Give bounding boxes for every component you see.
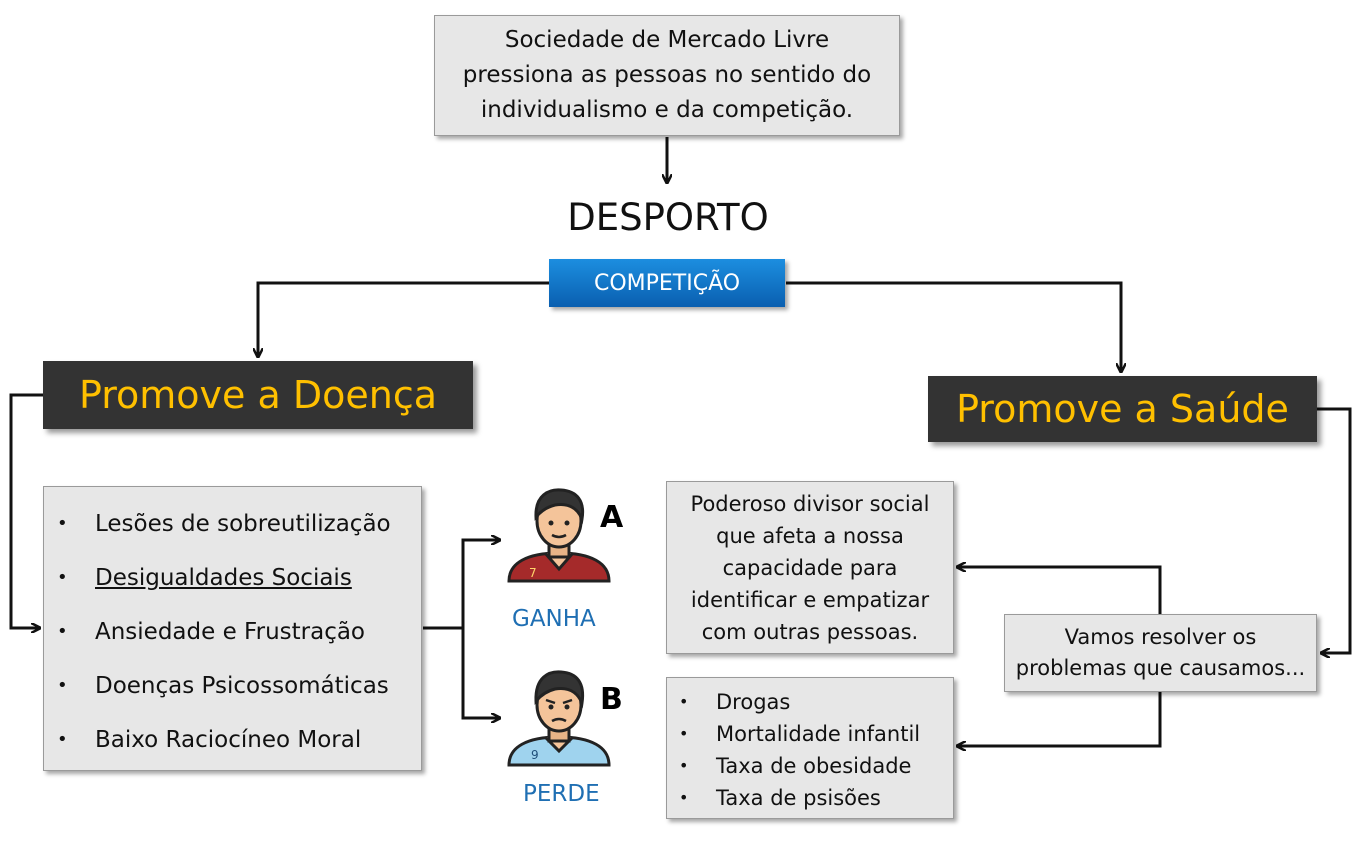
player-a-letter: A	[600, 500, 624, 535]
player-b-result: PERDE	[523, 781, 600, 807]
problemas-line: problemas que causamos...	[1015, 656, 1306, 680]
list-item: Ansiedade e Frustração	[44, 613, 421, 667]
problemas-line: Vamos resolver os	[1064, 625, 1257, 649]
divisor-line: que afeta a nossa	[716, 523, 904, 548]
list-item: Taxa de psisões	[667, 782, 953, 814]
list-item-underlined: Desigualdades Sociais	[95, 565, 352, 591]
arrow-competicao-to-saude	[786, 281, 1121, 372]
competicao-banner: COMPETIÇÃO	[549, 259, 785, 307]
player-b-letter: B	[600, 682, 623, 717]
promove-saude-box: Promove a Saúde	[928, 376, 1317, 442]
list-item: Doenças Psicossomáticas	[44, 667, 421, 721]
saude-issues-list-box: Drogas Mortalidade infantil Taxa de obes…	[666, 677, 954, 819]
player-a-result: GANHA	[512, 606, 596, 632]
arrow-competicao-to-doenca	[258, 281, 549, 357]
promove-doenca-box: Promove a Doença	[43, 361, 473, 429]
divisor-line: identificar e empatizar	[690, 587, 930, 612]
divisor-line: capacidade para	[722, 555, 898, 580]
top-box-line: pressiona as pessoas no sentido do	[462, 62, 872, 88]
list-item: Drogas	[667, 686, 953, 718]
arrow-list-branch	[423, 538, 500, 720]
arrow-doenca-to-list	[9, 393, 43, 628]
player-a-jersey-number: 7	[529, 566, 537, 580]
free-market-society-box: Sociedade de Mercado Livre pressiona as …	[434, 15, 900, 136]
desporto-title: DESPORTO	[567, 196, 769, 239]
player-b-jersey-number: 9	[531, 748, 539, 762]
social-divider-box: Poderoso divisor social que afeta a noss…	[666, 481, 954, 654]
player-a-avatar-icon: 7	[507, 488, 611, 583]
top-box-line: individualismo e da competição.	[480, 97, 854, 123]
list-item: Taxa de obesidade	[667, 750, 953, 782]
player-b-avatar-icon: 9	[507, 670, 611, 767]
list-item: Desigualdades Sociais	[44, 559, 421, 613]
resolve-problems-box: Vamos resolver os problemas que causamos…	[1004, 614, 1317, 692]
arrow-problemas-to-drogas	[957, 692, 1162, 746]
divisor-line: com outras pessoas.	[701, 619, 919, 644]
list-item: Lesões de sobreutilização	[44, 505, 421, 559]
doenca-list-box: Lesões de sobreutilização Desigualdades …	[43, 486, 422, 771]
list-item: Baixo Raciocíneo Moral	[44, 721, 421, 775]
list-item: Mortalidade infantil	[667, 718, 953, 750]
top-box-line: Sociedade de Mercado Livre	[504, 27, 830, 53]
divisor-line: Poderoso divisor social	[690, 491, 930, 516]
arrow-saude-to-problemas	[1317, 407, 1352, 653]
arrow-problemas-to-divisor	[957, 567, 1162, 614]
